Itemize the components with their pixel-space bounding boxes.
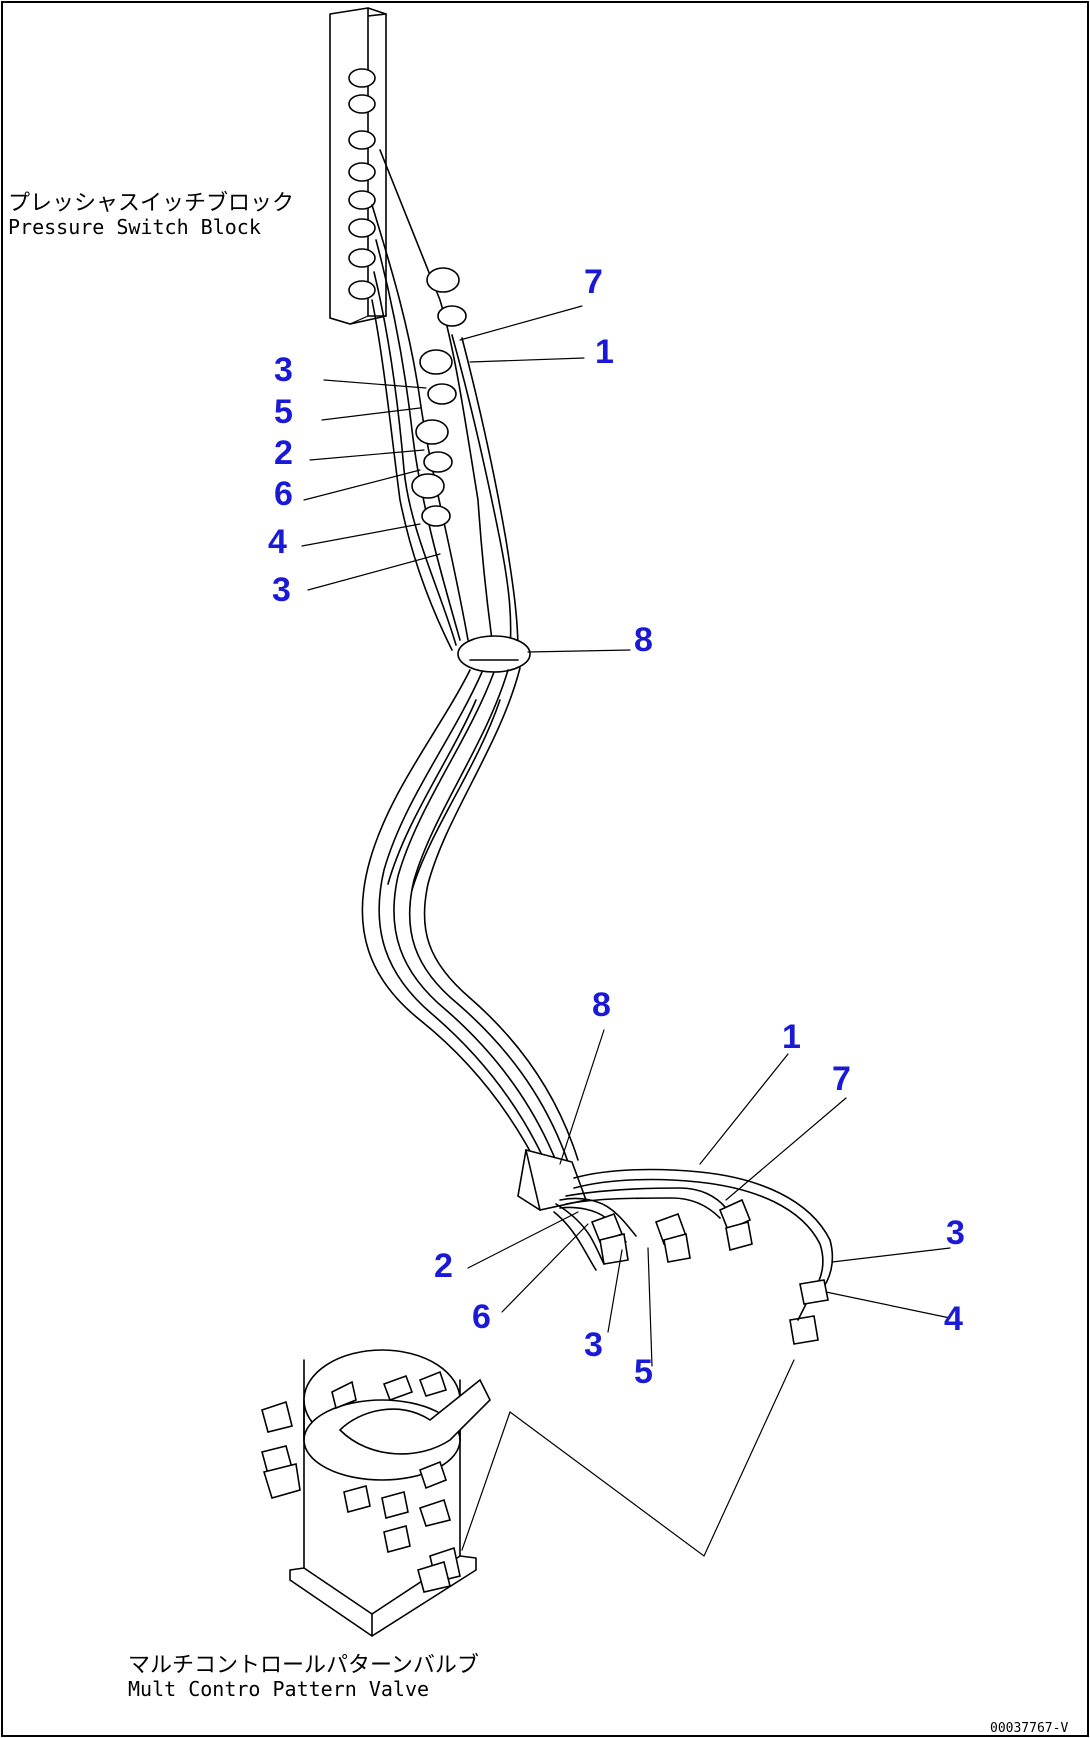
hose-bundle-lower (361, 667, 579, 1171)
callout-2-top: 2 (274, 434, 293, 472)
callout-7-bottom: 7 (832, 1060, 851, 1098)
hose-bundle-upper (371, 149, 519, 653)
clamp-lower (517, 1149, 588, 1211)
callout-2-bottom: 2 (434, 1247, 453, 1285)
callout-6-bottom: 6 (472, 1298, 491, 1336)
hose-branches (553, 1168, 834, 1345)
callout-3-bottom-right: 3 (946, 1214, 965, 1252)
callout-4-bottom-right: 4 (944, 1300, 963, 1338)
valve-connection-lines (461, 1359, 795, 1557)
callout-3-top-a: 3 (274, 351, 293, 389)
callout-7-top: 7 (584, 263, 603, 301)
pressure-switch-block (329, 7, 387, 325)
pressure-switch-block-label-jp: プレッシャスイッチブロック (8, 191, 294, 216)
valve-label-jp: マルチコントロールパターンバルブ (128, 1653, 479, 1678)
callout-1-top: 1 (595, 333, 614, 371)
valve-label-en: Mult Contro Pattern Valve (128, 1677, 429, 1701)
pressure-switch-block-label-en: Pressure Switch Block (8, 215, 261, 239)
callout-1-bottom: 1 (782, 1018, 801, 1056)
drawing-id: 00037767-V (990, 1721, 1068, 1736)
callout-5-top: 5 (274, 393, 293, 431)
callout-3-bottom: 3 (584, 1326, 603, 1364)
callout-4-top: 4 (268, 523, 287, 561)
callout-8-bottom: 8 (592, 986, 611, 1024)
callout-3-top-b: 3 (272, 571, 291, 609)
clamp-upper (457, 635, 531, 673)
callout-8-top: 8 (634, 621, 653, 659)
leader-lines (301, 305, 951, 1367)
callout-6-top: 6 (274, 475, 293, 513)
multi-control-pattern-valve (261, 1349, 491, 1637)
callout-5-bottom: 5 (634, 1353, 653, 1391)
